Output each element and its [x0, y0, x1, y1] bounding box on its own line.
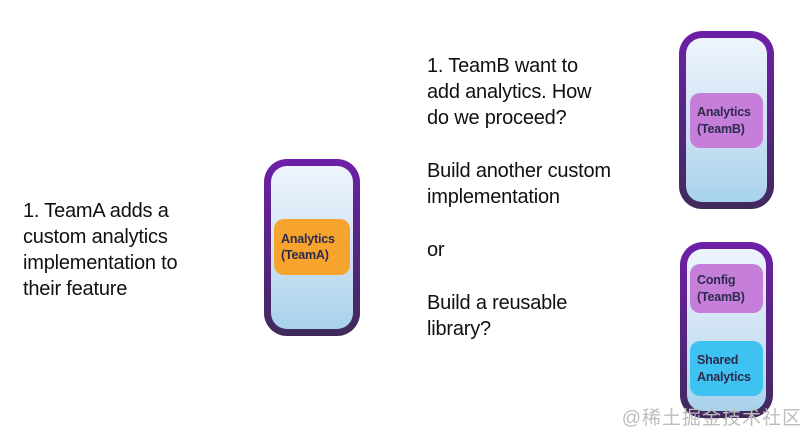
note-line: library?: [427, 318, 491, 340]
phone-teamb-shared: Config (TeamB) Shared Analytics: [680, 242, 773, 418]
note-line: their feature: [23, 278, 128, 300]
analytics-teamb-box: Analytics (TeamB): [690, 93, 763, 148]
teama-note: 1. TeamA adds a custom analytics impleme…: [23, 198, 178, 302]
note-line: Build another custom: [427, 160, 611, 182]
box-label-line: Analytics: [281, 231, 335, 246]
phone-teama: Analytics (TeamA): [264, 159, 360, 336]
analytics-teama-box: Analytics (TeamA): [274, 219, 350, 275]
box-label-line: Analytics: [697, 105, 751, 119]
box-label-line: (TeamB): [697, 121, 745, 136]
teamb-question-paragraph: 1. TeamB want to add analytics. How do w…: [427, 53, 611, 131]
note-line: 1. TeamA adds a: [23, 200, 169, 222]
or-paragraph: or: [427, 237, 611, 263]
note-line: implementation to: [23, 252, 178, 274]
note-line: add analytics. How: [427, 81, 592, 103]
option-custom-paragraph: Build another custom implementation: [427, 158, 611, 210]
note-line: Build a reusable: [427, 292, 568, 314]
note-line: custom analytics: [23, 226, 168, 248]
option-library-paragraph: Build a reusable library?: [427, 290, 611, 342]
box-label-line: Config: [697, 273, 736, 287]
box-label-line: Shared: [697, 353, 739, 367]
config-teamb-box: Config (TeamB): [690, 264, 763, 313]
note-line: implementation: [427, 186, 560, 208]
note-line: 1. TeamB want to: [427, 55, 578, 77]
teamb-note: 1. TeamB want to add analytics. How do w…: [427, 53, 611, 369]
box-label-line: (TeamB): [697, 289, 745, 304]
note-line: do we proceed?: [427, 107, 567, 129]
watermark-text: @稀土掘金技术社区: [621, 408, 802, 429]
shared-analytics-box: Shared Analytics: [690, 341, 763, 396]
box-label-line: (TeamA): [281, 248, 329, 262]
phone-teamb-custom: Analytics (TeamB): [679, 31, 774, 209]
note-line: or: [427, 239, 445, 261]
box-label-line: Analytics: [697, 369, 751, 384]
